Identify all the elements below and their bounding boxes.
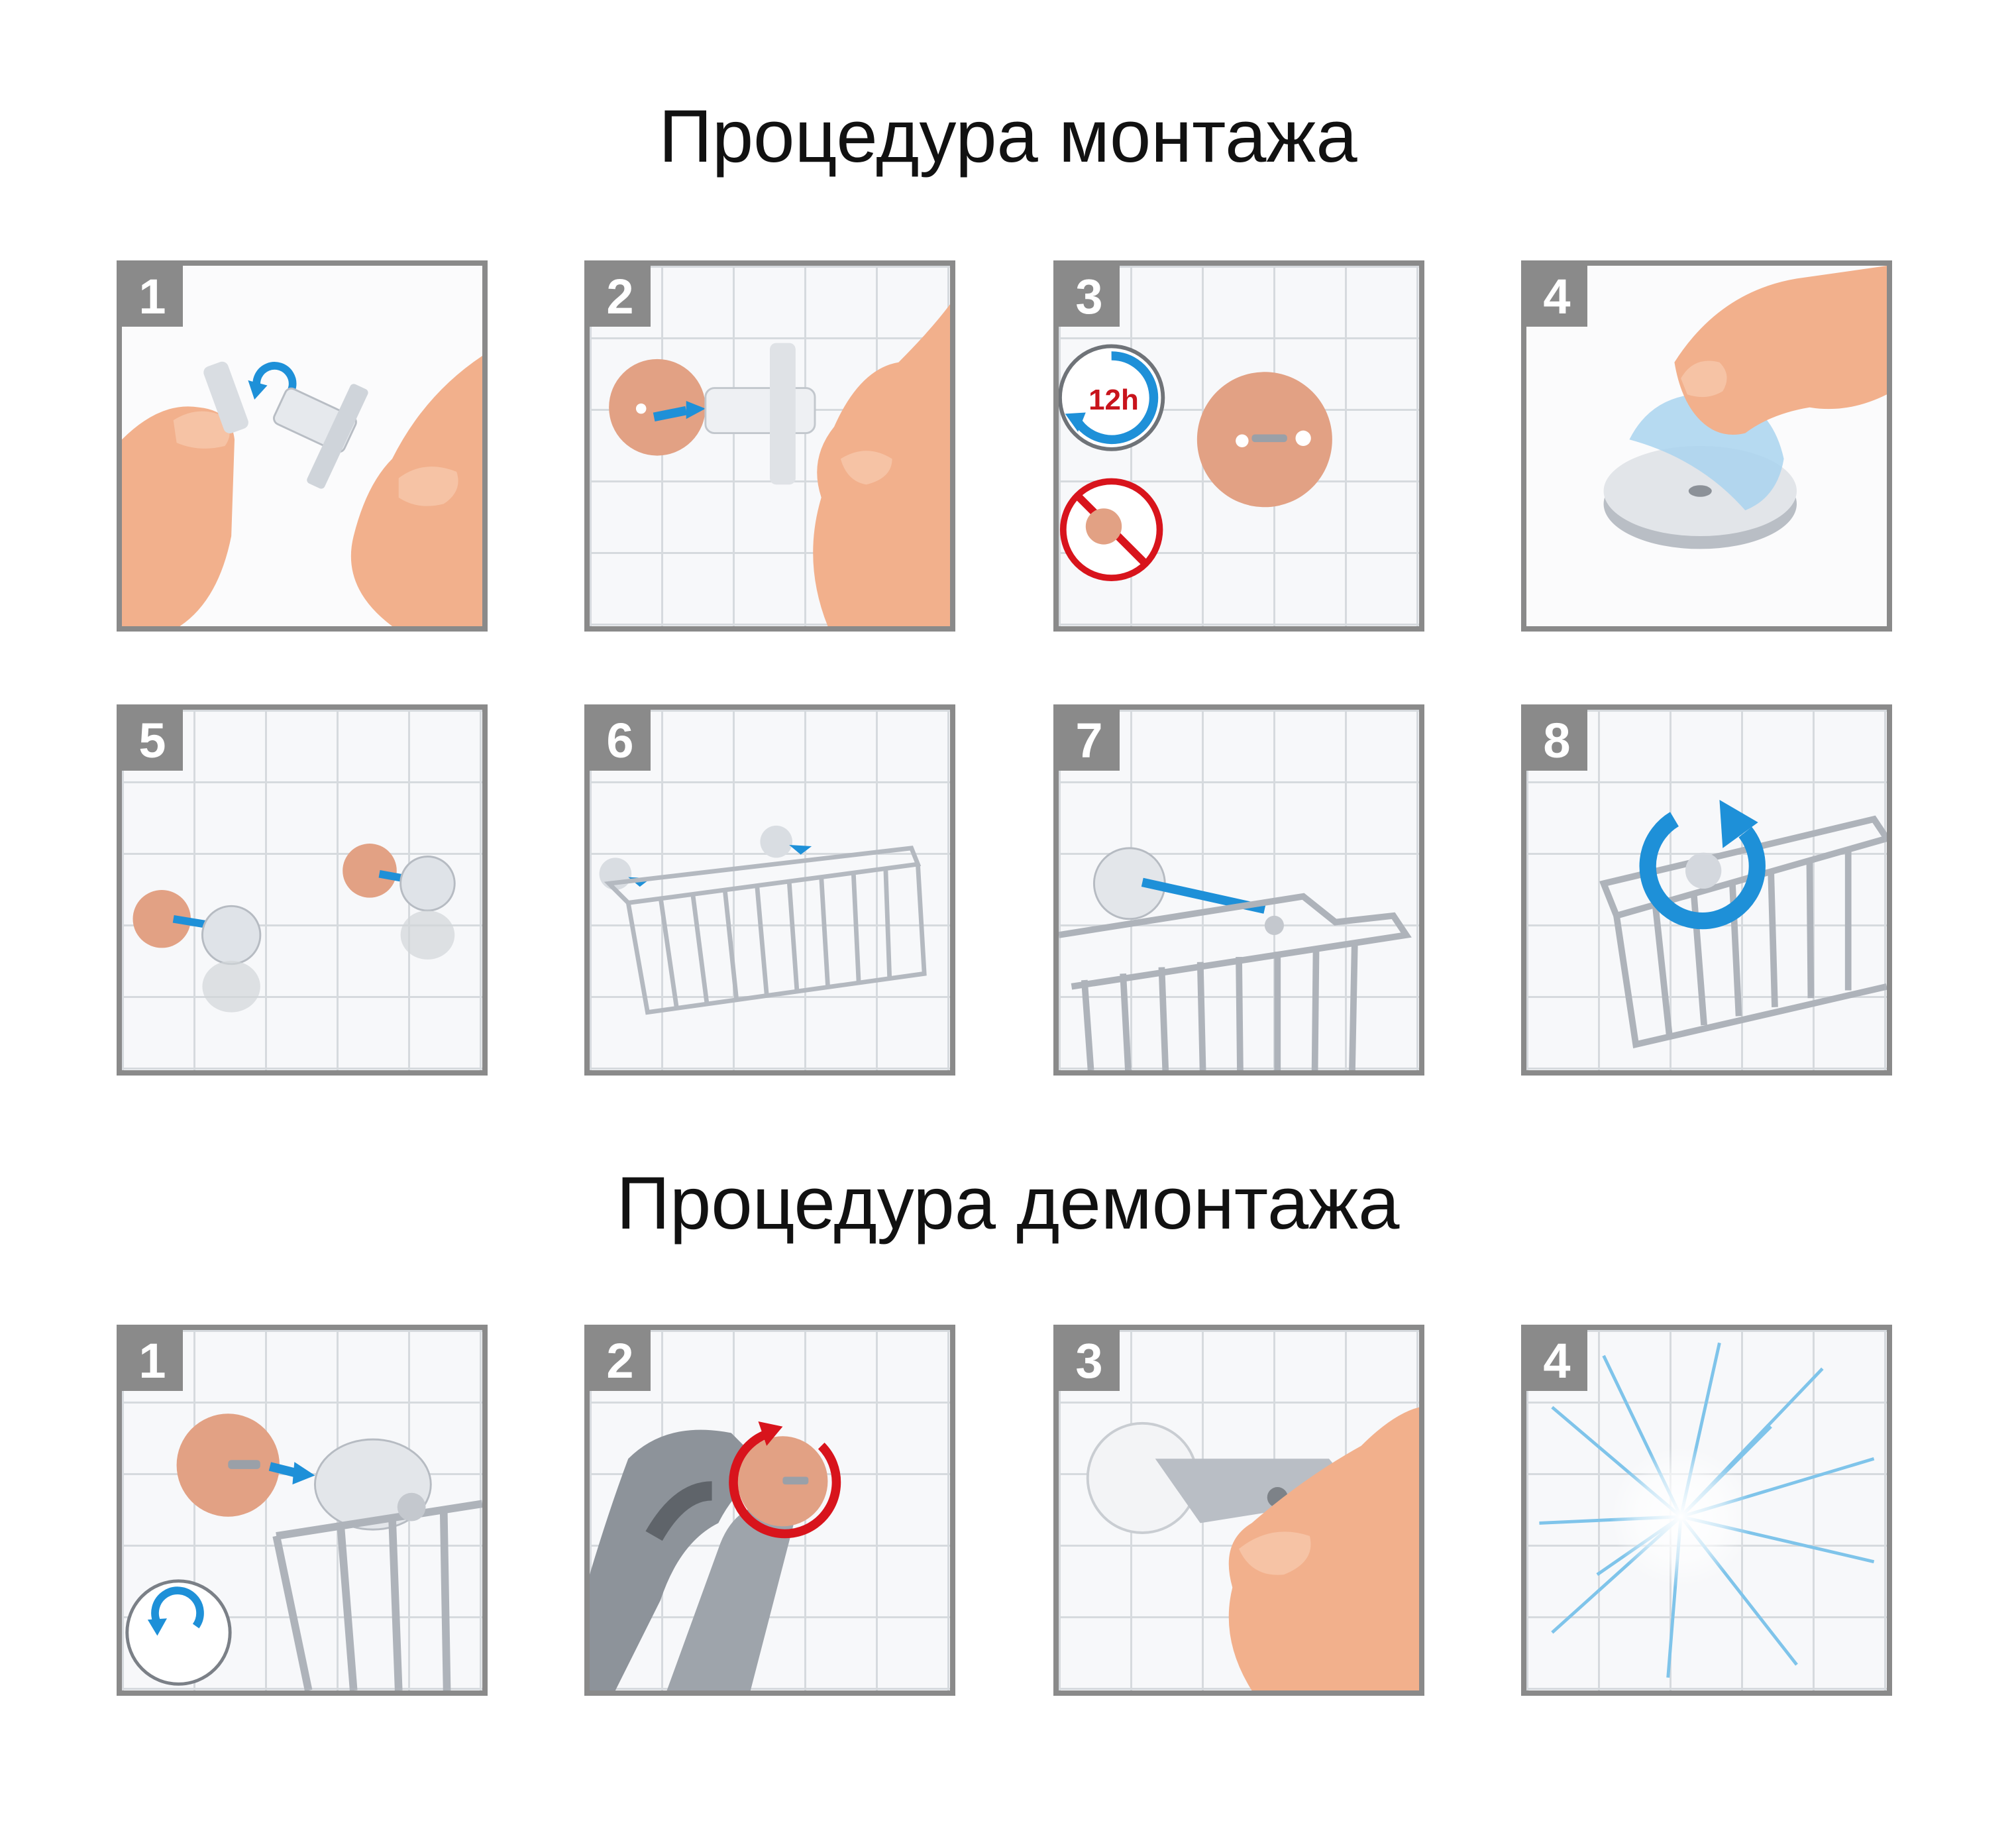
wire-basket-icon	[272, 1500, 482, 1690]
timer-icon	[1059, 344, 1165, 451]
step-number: 2	[590, 266, 651, 327]
step-number: 2	[590, 1330, 651, 1391]
dismount-step-3-panel: 3	[1053, 1325, 1424, 1696]
dismount-step-2-panel: 2	[584, 1325, 955, 1696]
mount-step-7-illustration	[1059, 847, 1412, 1070]
pliers-icon	[590, 1429, 796, 1690]
adhesive-disc-icon	[176, 1413, 280, 1517]
step-number: 6	[590, 710, 651, 771]
step-number: 5	[122, 710, 183, 771]
step-number: 4	[1526, 266, 1587, 327]
dismounting-title: Процедура демонтажа	[616, 1162, 1400, 1244]
push-arrow-icon	[653, 406, 688, 421]
step-number: 3	[1059, 1330, 1120, 1391]
mount-step-2-panel: 2	[584, 260, 955, 632]
mount-step-6-panel: 6	[584, 704, 955, 1076]
mount-step-1-panel: 1	[117, 260, 488, 632]
step-number: 1	[122, 1330, 183, 1391]
mount-step-2-illustration	[609, 304, 950, 626]
mount-step-4-panel: 4	[1521, 260, 1892, 632]
mount-step-8-illustration	[1599, 800, 1887, 1049]
pin-icon	[203, 361, 248, 433]
screw-icon	[228, 1460, 260, 1469]
mount-step-8-panel: 8	[1521, 704, 1892, 1076]
zoom-inset-icon	[125, 1579, 232, 1686]
rotate-arrow-icon	[729, 1428, 841, 1539]
rotate-arrow-icon	[1639, 812, 1766, 930]
pull-arrow-icon	[268, 1462, 297, 1478]
dismount-step-2-illustration	[590, 1421, 841, 1690]
adhesive-disc-icon	[133, 890, 191, 948]
hand-icon	[1674, 266, 1887, 435]
scraper-tool-icon	[1155, 1459, 1361, 1523]
mount-step-7-panel: 7	[1053, 704, 1424, 1076]
step-number: 3	[1059, 266, 1120, 327]
dismount-step-1-panel: 1	[117, 1325, 488, 1696]
adhesive-disc-icon	[609, 359, 706, 456]
dismount-step-4-illustration	[1539, 1342, 1875, 1678]
step-number: 8	[1526, 710, 1587, 771]
screw-icon	[1251, 434, 1287, 443]
mount-step-3-illustration	[1059, 344, 1332, 581]
applicator-icon	[704, 387, 816, 435]
mount-step-5-illustration	[133, 844, 456, 1013]
mount-step-6-illustration	[599, 825, 927, 1015]
dismount-step-4-panel: 4	[1521, 1325, 1892, 1696]
mount-step-3-panel: 3 12h	[1053, 260, 1424, 632]
holder-cap-icon	[201, 905, 262, 966]
mount-step-1-illustration	[122, 266, 482, 626]
mount-step-5-panel: 5	[117, 704, 488, 1076]
dismount-step-1-illustration	[125, 1413, 482, 1690]
step-number: 1	[122, 266, 183, 327]
wire-basket-icon	[1059, 893, 1412, 1070]
screw-icon	[782, 1476, 809, 1485]
timer-label: 12h	[1088, 384, 1139, 416]
hand-icon	[1228, 1407, 1419, 1690]
step-number: 7	[1059, 710, 1120, 771]
mounting-title: Процедура монтажа	[659, 95, 1357, 178]
wire-basket-icon	[604, 846, 927, 1015]
hand-icon	[122, 406, 235, 626]
dismount-step-3-illustration	[1086, 1407, 1419, 1690]
step-number: 4	[1526, 1330, 1587, 1391]
